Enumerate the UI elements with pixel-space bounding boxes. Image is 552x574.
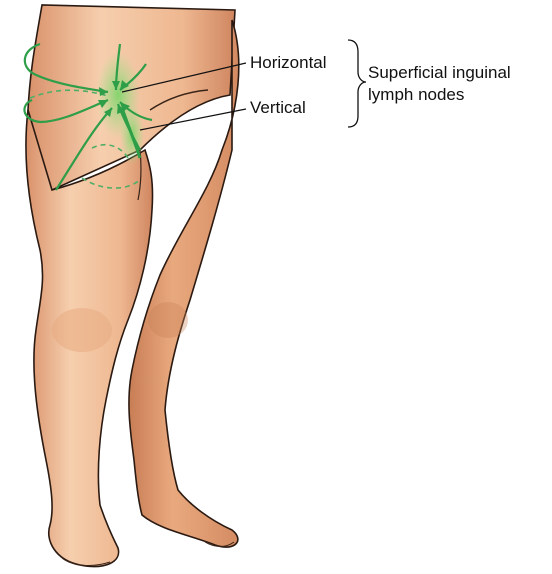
label-vertical: Vertical (250, 98, 306, 118)
group-brace (348, 40, 366, 127)
left-knee-shade (52, 308, 112, 352)
label-horizontal: Horizontal (250, 53, 327, 73)
right-knee-shade (148, 302, 188, 338)
label-group-line1: Superficial inguinal (368, 63, 511, 83)
label-group-line2: lymph nodes (368, 85, 464, 105)
